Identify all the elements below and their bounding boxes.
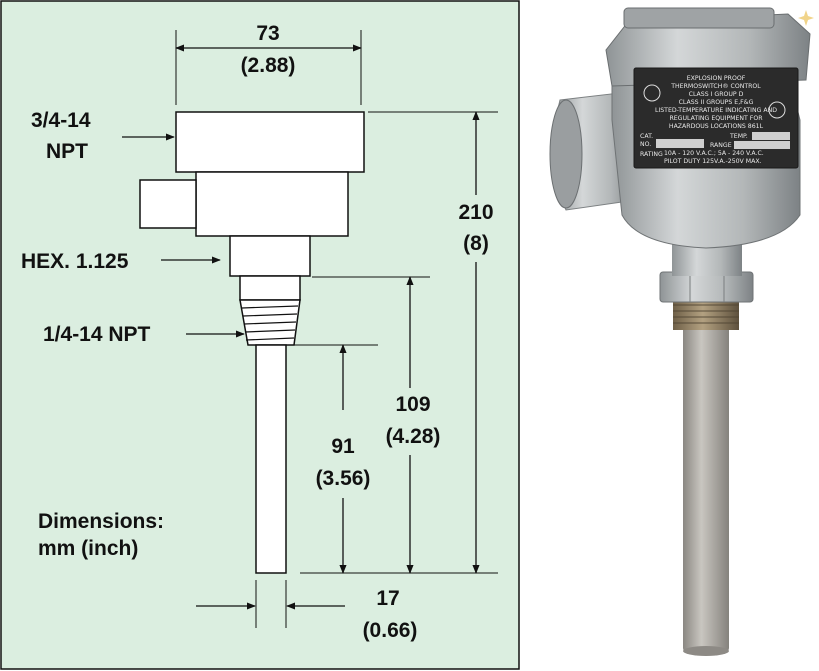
svg-text:THERMOSWITCH® CONTROL: THERMOSWITCH® CONTROL bbox=[670, 82, 761, 90]
svg-text:RATING: RATING bbox=[640, 151, 663, 158]
insertion-total-mm: 109 bbox=[395, 393, 430, 416]
top-width-mm: 73 bbox=[256, 22, 279, 45]
svg-text:CLASS II GROUPS E,F&G: CLASS II GROUPS E,F&G bbox=[679, 99, 754, 106]
svg-text:10A - 120 V.A.C.; 5A - 240 V.A: 10A - 120 V.A.C.; 5A - 240 V.A.C. bbox=[664, 150, 764, 157]
photo-hex-nut bbox=[659, 271, 754, 303]
svg-text:CLASS I GROUP D: CLASS I GROUP D bbox=[689, 91, 744, 98]
housing-body bbox=[195, 171, 349, 237]
conduit-thread-line2: NPT bbox=[46, 140, 88, 163]
svg-text:REGULATING EQUIPMENT FOR: REGULATING EQUIPMENT FOR bbox=[669, 115, 763, 122]
svg-text:LISTED-TEMPERATURE INDICATING: LISTED-TEMPERATURE INDICATING AND bbox=[655, 107, 777, 114]
photo-probe bbox=[683, 322, 729, 652]
sparkle-icon bbox=[798, 10, 814, 26]
svg-text:CAT.: CAT. bbox=[640, 133, 653, 140]
product-photo: EXPLOSION PROOF THERMOSWITCH® CONTROL CL… bbox=[549, 7, 814, 656]
hex-nut bbox=[229, 235, 311, 277]
nameplate-lines: EXPLOSION PROOF THERMOSWITCH® CONTROL CL… bbox=[655, 75, 777, 130]
stem-width-mm: 17 bbox=[376, 587, 399, 610]
svg-text:EXPLOSION PROOF: EXPLOSION PROOF bbox=[687, 75, 746, 82]
svg-text:NO.: NO. bbox=[640, 141, 651, 148]
conduit-boss bbox=[139, 179, 197, 229]
probe-stem bbox=[255, 344, 287, 574]
overall-height-mm: 210 bbox=[458, 201, 493, 224]
conduit-thread-line1: 3/4-14 bbox=[31, 109, 91, 132]
csa-logo-icon bbox=[768, 101, 786, 119]
overall-height-inch: (8) bbox=[463, 232, 489, 255]
hex-label: HEX. 1.125 bbox=[21, 250, 129, 273]
stem-width-inch: (0.66) bbox=[363, 619, 418, 642]
top-width-inch: (2.88) bbox=[241, 54, 296, 77]
svg-text:PILOT DUTY 125V.A.-250V MAX.: PILOT DUTY 125V.A.-250V MAX. bbox=[664, 158, 762, 165]
svg-text:RANGE: RANGE bbox=[710, 142, 732, 149]
thread-collar bbox=[239, 275, 301, 301]
pipe-thread-label: 1/4-14 NPT bbox=[43, 323, 151, 346]
sensor-outline bbox=[139, 111, 365, 574]
svg-text:TEMP.: TEMP. bbox=[729, 133, 748, 140]
insertion-total-inch: (4.28) bbox=[386, 425, 441, 448]
units-note-line2: mm (inch) bbox=[38, 537, 138, 560]
probe-length-mm: 91 bbox=[331, 435, 355, 458]
svg-text:HAZARDOUS LOCATIONS 861L: HAZARDOUS LOCATIONS 861L bbox=[669, 123, 764, 130]
ul-logo-icon bbox=[643, 84, 661, 102]
probe-length-inch: (3.56) bbox=[316, 467, 371, 490]
dimension-arrows bbox=[122, 44, 480, 610]
conduit-head bbox=[175, 111, 365, 173]
thread-lines bbox=[241, 305, 299, 341]
units-note-line1: Dimensions: bbox=[38, 510, 164, 533]
